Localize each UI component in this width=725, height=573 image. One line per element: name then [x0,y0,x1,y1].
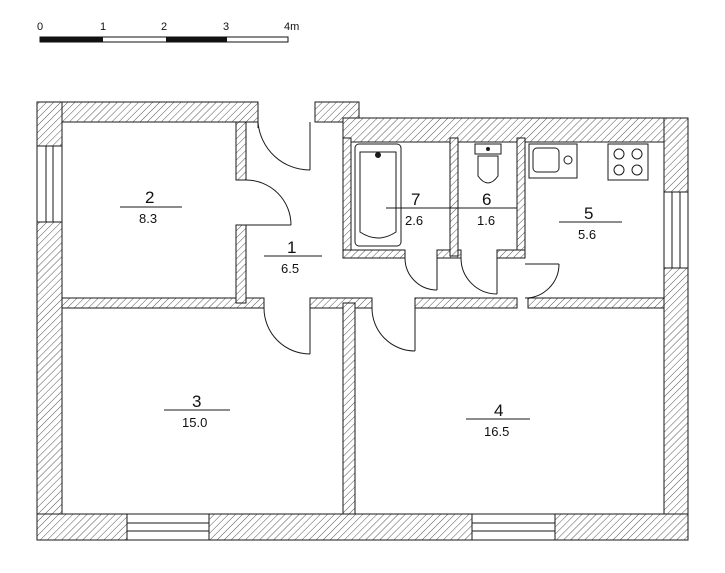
exterior-walls [36,101,689,541]
room-2-number: 2 [145,188,154,207]
room-3-number: 3 [192,392,201,411]
stove-icon [607,143,649,181]
scale-tick-1: 1 [100,21,106,33]
sink-icon [528,143,578,179]
bathtub-icon [354,143,402,247]
room-2-area: 8.3 [139,211,157,226]
scale-tick-3: 3 [223,21,229,33]
room-4-number: 4 [494,401,503,420]
room-6-number: 6 [482,190,491,209]
room-labels [120,206,622,420]
toilet-icon [474,143,502,184]
room-7-area: 2.6 [405,213,423,228]
windows [36,145,689,541]
scale-bar: 0 1 2 3 4m [37,21,299,43]
room-5-area: 5.6 [578,227,596,242]
room-6-area: 1.6 [477,213,495,228]
room-7-number: 7 [411,190,420,209]
room-1-number: 1 [287,238,296,257]
room-5-number: 5 [584,204,593,223]
room-3-area: 15.0 [182,415,207,430]
room-4-area: 16.5 [484,424,509,439]
scale-tick-4: 4m [284,21,299,33]
doors [245,121,560,355]
scale-tick-0: 0 [37,21,43,33]
room-1-area: 6.5 [281,261,299,276]
interior-walls [61,121,665,515]
scale-tick-2: 2 [161,21,167,33]
